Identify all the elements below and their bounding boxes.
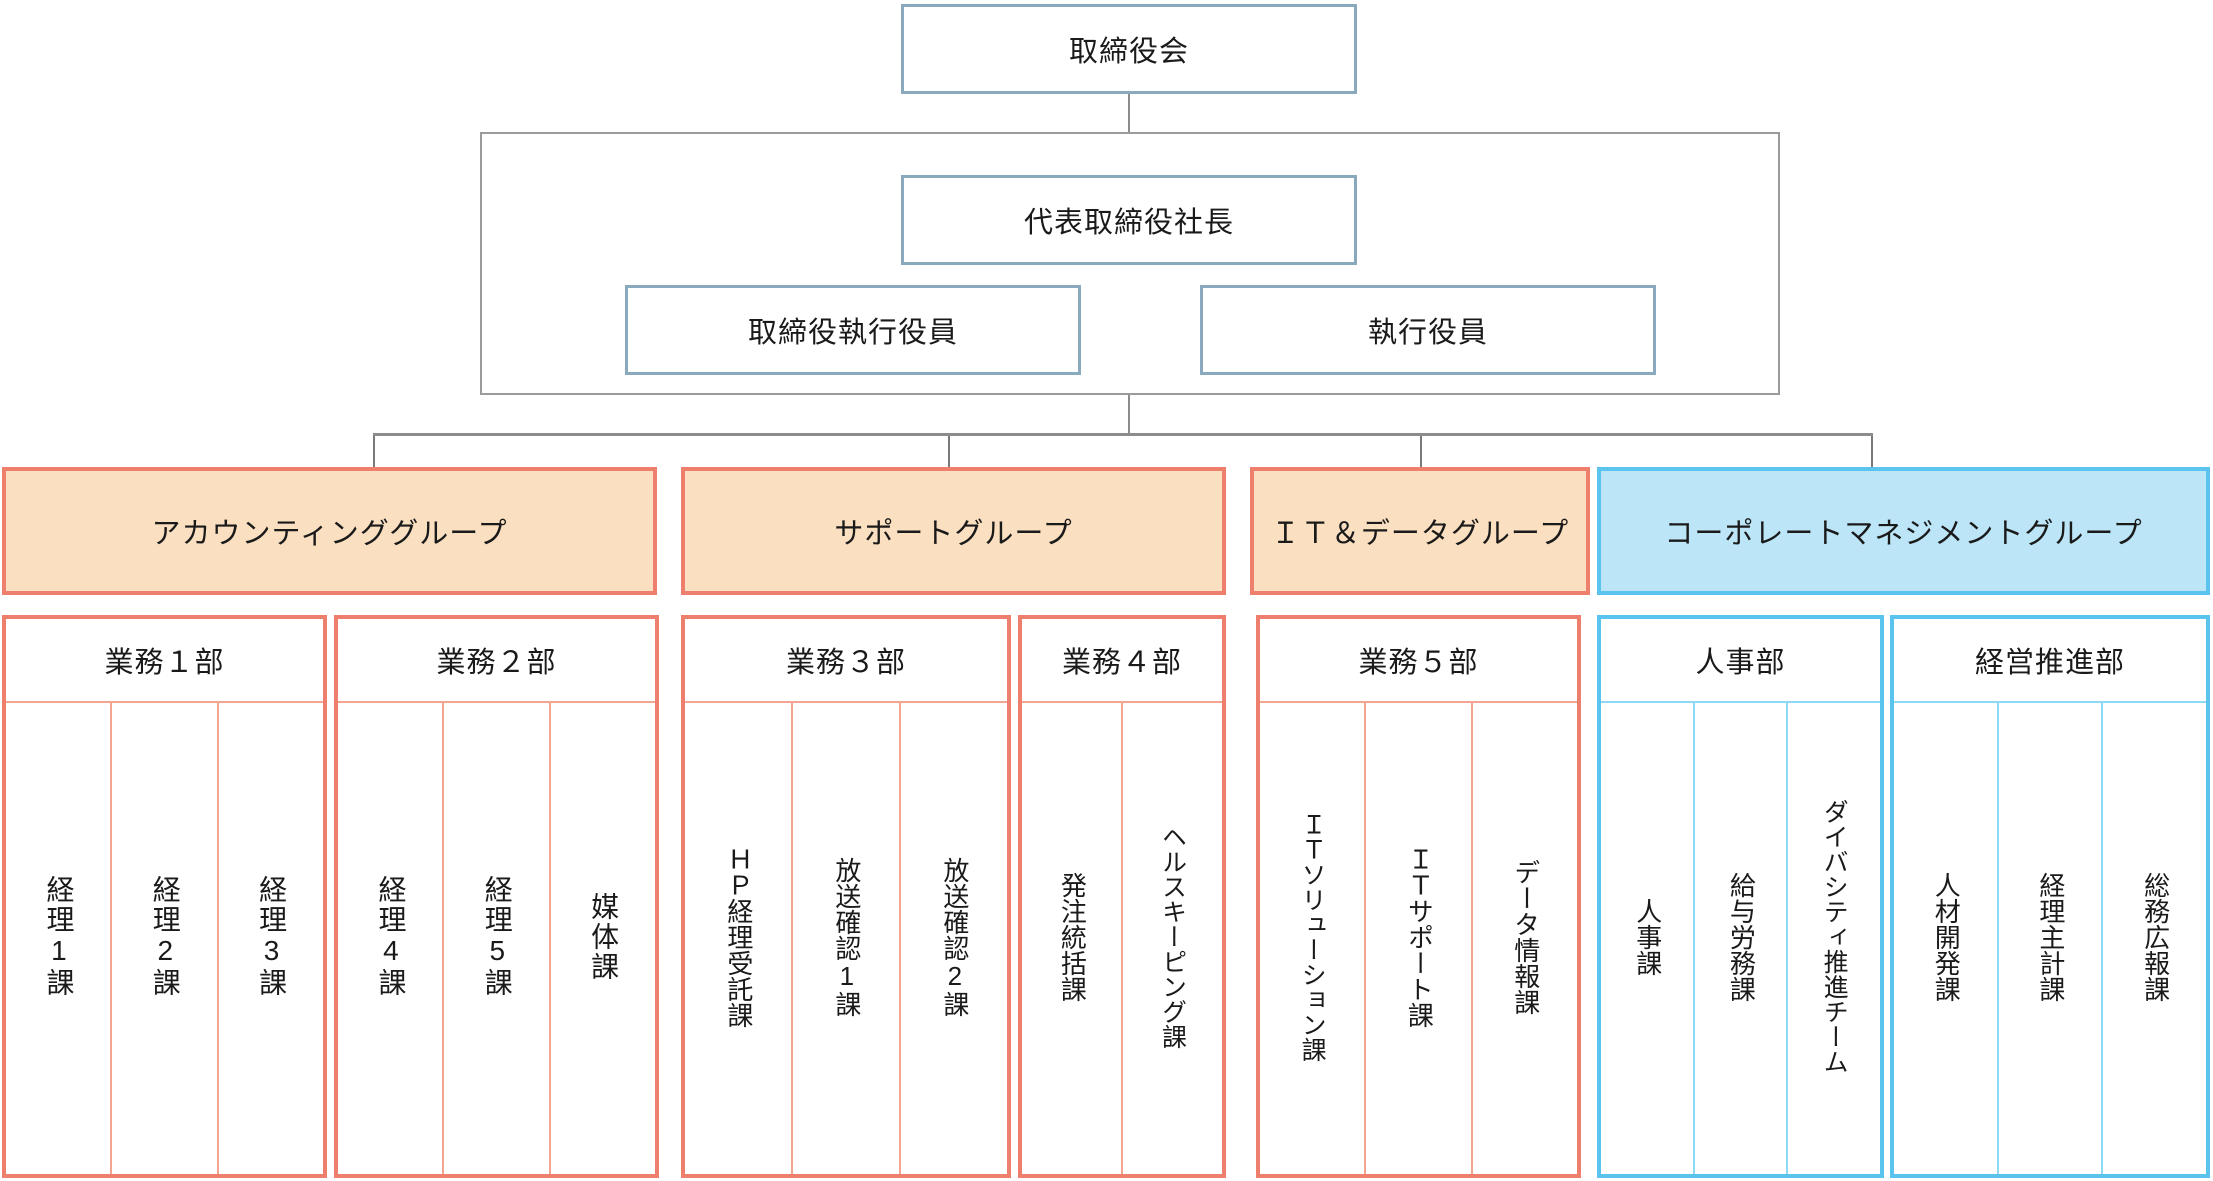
section-hp-keiri-jutaku: ＨＰ経理受託課 (685, 703, 791, 1174)
section-hp-keiri-jutaku-label: ＨＰ経理受託課 (723, 845, 754, 1028)
section-keiri-3: 経理3課 (216, 703, 323, 1174)
department-keiei-suishin-sections: 人材開発課 経理主計課 総務広報課 (1894, 703, 2206, 1174)
section-keiri-4-label: 経理4課 (375, 875, 407, 998)
department-gyomu-3-title: 業務３部 (685, 619, 1007, 703)
box-executive-officer-label: 執行役員 (1367, 317, 1488, 349)
department-gyomu-2: 業務２部 経理4課 経理5課 媒体課 (334, 615, 659, 1178)
section-somu-koho-label: 総務広報課 (2140, 871, 2171, 1002)
box-president: 代表取締役社長 (901, 175, 1357, 265)
section-data-joho: データ情報課 (1470, 703, 1577, 1174)
section-jinji-ka: 人事課 (1601, 703, 1693, 1174)
department-gyomu-4-sections: 発注統括課 ヘルスキーピング課 (1022, 703, 1222, 1174)
department-gyomu-1-title: 業務１部 (6, 619, 323, 703)
section-keiri-5: 経理5課 (442, 703, 548, 1174)
section-data-joho-label: データ情報課 (1510, 858, 1541, 1015)
section-hoso-kakunin-2: 放送確認2課 (899, 703, 1007, 1174)
department-gyomu-1-sections: 経理1課 経理2課 経理3課 (6, 703, 323, 1174)
section-jinzai-kaihatsu-label: 人材開発課 (1931, 871, 1962, 1002)
department-keiei-suishin: 経営推進部 人材開発課 経理主計課 総務広報課 (1890, 615, 2210, 1178)
department-gyomu-5: 業務５部 ＩＴソリューション課 ＩＴサポート課 データ情報課 (1256, 615, 1581, 1178)
section-keiri-2-label: 経理2課 (149, 875, 181, 998)
section-it-support-label: ＩＴサポート課 (1404, 845, 1435, 1028)
box-president-label: 代表取締役社長 (1023, 207, 1234, 239)
section-keiri-shukei: 経理主計課 (1996, 703, 2102, 1174)
department-keiei-suishin-title: 経営推進部 (1894, 619, 2206, 703)
department-gyomu-4-title: 業務４部 (1022, 619, 1222, 703)
group-header-it-data-label: ＩＴ＆データグループ (1270, 518, 1570, 550)
connector-frame-to-bus (1128, 395, 1130, 435)
section-baitai-label: 媒体課 (588, 891, 620, 982)
group-header-support: サポートグループ (681, 467, 1226, 595)
section-keiri-3-label: 経理3課 (256, 875, 288, 998)
department-gyomu-4: 業務４部 発注統括課 ヘルスキーピング課 (1018, 615, 1226, 1178)
section-health-keeping: ヘルスキーピング課 (1121, 703, 1222, 1174)
group-header-accounting: アカウンティンググループ (2, 467, 657, 595)
section-it-solution: ＩＴソリューション課 (1260, 703, 1364, 1174)
department-gyomu-3-sections: ＨＰ経理受託課 放送確認1課 放送確認2課 (685, 703, 1007, 1174)
section-hatchu-tokatsu-label: 発注統括課 (1057, 871, 1088, 1002)
group-header-corporate-management-label: コーポレートマネジメントグループ (1664, 518, 2143, 550)
connector-bus-horizontal (373, 433, 1873, 436)
department-jinji: 人事部 人事課 給与労務課 ダイバシティ推進チーム (1597, 615, 1884, 1178)
box-board-of-directors-label: 取締役会 (1068, 36, 1189, 68)
department-gyomu-3: 業務３部 ＨＰ経理受託課 放送確認1課 放送確認2課 (681, 615, 1011, 1178)
department-gyomu-1: 業務１部 経理1課 経理2課 経理3課 (2, 615, 327, 1178)
section-hoso-kakunin-1: 放送確認1課 (791, 703, 899, 1174)
department-gyomu-2-sections: 経理4課 経理5課 媒体課 (338, 703, 655, 1174)
section-kyuyo-romu: 給与労務課 (1692, 703, 1787, 1174)
group-header-accounting-label: アカウンティンググループ (151, 518, 508, 550)
executive-frame (480, 132, 1780, 395)
section-it-solution-label: ＩＴソリューション課 (1298, 811, 1327, 1062)
section-kyuyo-romu-label: 給与労務課 (1726, 871, 1757, 1002)
section-health-keeping-label: ヘルスキーピング課 (1158, 824, 1187, 1049)
section-jinji-ka-label: 人事課 (1632, 897, 1663, 976)
section-somu-koho: 総務広報課 (2101, 703, 2206, 1174)
section-jinzai-kaihatsu: 人材開発課 (1894, 703, 1997, 1174)
section-keiri-2: 経理2課 (110, 703, 216, 1174)
group-header-it-data: ＩＴ＆データグループ (1250, 467, 1590, 595)
section-keiri-5-label: 経理5課 (481, 875, 513, 998)
department-gyomu-2-title: 業務２部 (338, 619, 655, 703)
section-hatchu-tokatsu: 発注統括課 (1022, 703, 1121, 1174)
section-diversity-team: ダイバシティ推進チーム (1786, 703, 1880, 1174)
section-it-support: ＩＴサポート課 (1364, 703, 1470, 1174)
department-jinji-sections: 人事課 給与労務課 ダイバシティ推進チーム (1601, 703, 1880, 1174)
department-jinji-title: 人事部 (1601, 619, 1880, 703)
group-header-corporate-management: コーポレートマネジメントグループ (1597, 467, 2210, 595)
section-keiri-1: 経理1課 (6, 703, 110, 1174)
section-diversity-team-label: ダイバシティ推進チーム (1820, 799, 1849, 1074)
box-executive-officer-director-label: 取締役執行役員 (747, 317, 958, 349)
box-board-of-directors: 取締役会 (901, 4, 1357, 94)
department-gyomu-5-title: 業務５部 (1260, 619, 1577, 703)
box-executive-officer: 執行役員 (1200, 285, 1656, 375)
box-executive-officer-director: 取締役執行役員 (625, 285, 1081, 375)
section-hoso-kakunin-1-label: 放送確認1課 (831, 856, 862, 1017)
section-hoso-kakunin-2-label: 放送確認2課 (939, 856, 970, 1017)
section-keiri-1-label: 経理1課 (43, 875, 75, 998)
section-keiri-shukei-label: 経理主計課 (2035, 871, 2066, 1002)
group-header-support-label: サポートグループ (834, 518, 1073, 550)
section-keiri-4: 経理4課 (338, 703, 442, 1174)
section-baitai: 媒体課 (548, 703, 655, 1174)
department-gyomu-5-sections: ＩＴソリューション課 ＩＴサポート課 データ情報課 (1260, 703, 1577, 1174)
connector-board-to-frame (1128, 94, 1130, 134)
